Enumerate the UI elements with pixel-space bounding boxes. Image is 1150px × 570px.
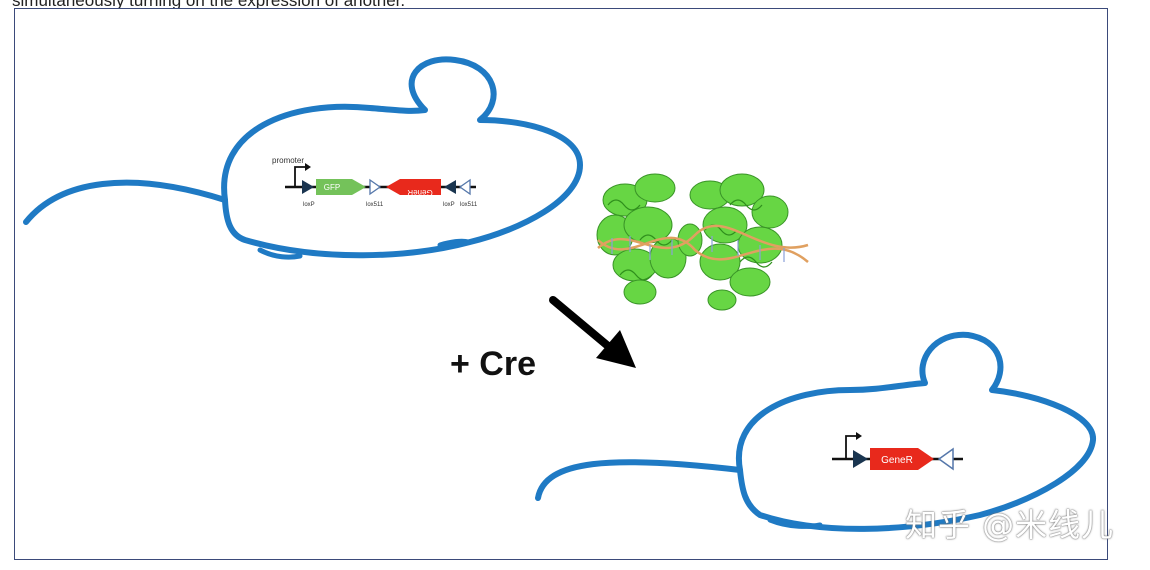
loxp-site-after-icon — [853, 450, 868, 468]
lox511-site-icon — [369, 178, 382, 196]
reaction-arrow-icon — [549, 296, 636, 368]
gener-label-inverted: GeneR — [407, 188, 433, 197]
gener-label-active: GeneR — [881, 455, 913, 466]
promoter-icon-after — [845, 435, 856, 459]
gener-gene-inverted — [386, 179, 441, 195]
watermark: 知乎 @米线儿 — [905, 506, 1115, 544]
cre-recombinase-structure-image — [596, 173, 809, 311]
mouse-before — [23, 56, 583, 260]
promoter-label: promoter — [272, 156, 304, 165]
lox511-site-reversed-icon — [458, 178, 471, 196]
gener-gene-active — [870, 448, 934, 470]
loxp-site-icon — [302, 180, 314, 194]
site-label-loxp-1: loxP — [303, 202, 315, 208]
site-label-loxp-2: loxP — [443, 202, 455, 208]
promoter-icon — [294, 166, 305, 187]
figure-frame — [14, 8, 1108, 560]
lox511-site-after-icon — [937, 447, 954, 471]
gfp-gene — [316, 179, 366, 195]
plus-cre-label: + Cre — [450, 345, 536, 383]
mouse-after — [535, 331, 1096, 532]
construct-before: promoter loxP GFP lox511 GeneR loxP lox5… — [272, 156, 478, 208]
site-label-lox511-1: lox511 — [366, 202, 384, 208]
figure-caption: simultaneously turning on the expression… — [12, 0, 406, 10]
gfp-label: GFP — [324, 183, 340, 192]
site-label-lox511-2: lox511 — [460, 202, 478, 208]
loxp-site-reversed-icon — [444, 180, 456, 194]
construct-after: GeneR — [832, 432, 963, 471]
